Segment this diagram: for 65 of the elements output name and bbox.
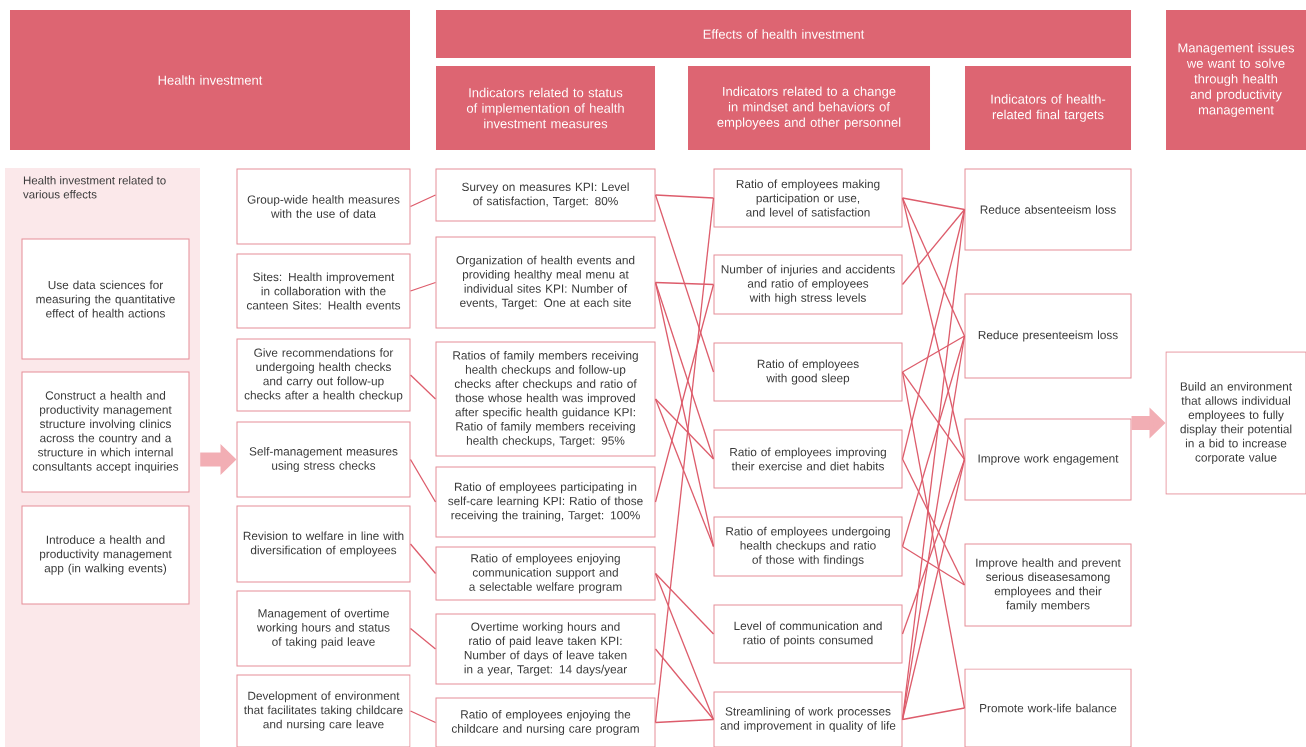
indicator-box: Ratio of employees undergoing health checkups and ratio of those with findings [713,516,903,577]
target-box: Improve health and prevent serious diseasesamong employees and their family members [964,543,1132,627]
indicator-box: Streamlining of work processes and improvement in quality of life [713,691,903,747]
indicator-box: Number of injuries and accidents and ratio of employees with high stress levels [713,254,903,315]
connector-line [409,710,437,724]
connector-line [409,281,437,292]
header-box: Indicators related to status of implementation of health investment measures [436,66,655,150]
connector-line [654,281,715,286]
effect-box: Use data sciences for measuring the quantitative effect of health actions [21,238,190,360]
connector-line [409,194,437,208]
connector-line [901,335,966,373]
measure-box: Self-management measures using stress checks [236,421,411,498]
connector-line [901,458,966,586]
target-box: Reduce absenteeism loss [964,168,1132,251]
connector-line [654,283,715,503]
indicator-box: Ratios of family members receiving health checkups and follow-up checks after checkups and ratio of those whose health was improved after specific health guidance KPI: Ratio of family members receiving health checkups, Target: 95% [435,341,656,457]
measure-box: Group-wide health measures with the use of data [236,168,411,245]
indicator-box: Ratio of employees participating in self-care learning KPI: Ratio of those receiving the training, Target: 100% [435,466,656,538]
target-box: Promote work-life balance [964,668,1132,747]
connector-line [901,545,966,586]
goal-box: Build an environment that allows individual employees to fully display their potential in a bid to increase corporate value [1165,351,1306,495]
measure-box: Revision to welfare in line with diversification of employees [236,505,411,583]
connector-line [654,648,715,721]
indicator-box: Ratio of employees improving their exercise and diet habits [713,429,903,489]
indicator-box: Organization of health events and providing healthy meal menu at individual sites KPI: Number of events, Target: One at each site [435,236,656,329]
connector-line [654,197,715,724]
connector-line [654,398,715,460]
indicator-box: Ratio of employees enjoying communication support and a selectable welfare program [435,546,656,601]
connector-line [654,718,715,724]
indicator-box: Overtime working hours and ratio of paid leave taken KPI: Number of days of leave taken in a year, Target: 14 days/year [435,613,656,685]
connector-line [901,335,966,548]
connector-line [409,374,437,400]
connector-line [409,458,437,503]
target-box: Improve work engagement [964,418,1132,501]
indicator-box: Ratio of employees with good sleep [713,342,903,402]
indicator-box: Survey on measures KPI: Level of satisfaction, Target: 80% [435,168,656,222]
measure-box: Management of overtime working hours and status of taking paid leave [236,590,411,667]
measure-box: Development of environment that facilitates taking childcare and nursing care leave [236,674,411,747]
connector-line [654,194,715,199]
connector-line [654,572,715,635]
indicator-box: Level of communication and ratio of points consumed [713,604,903,664]
header-box: Health investment [10,10,410,150]
header-box: Effects of health investment [436,10,1131,58]
connector-line [654,281,715,460]
connector-line [901,458,966,721]
header-box: Indicators related to a change in mindset and behaviors of employees and other personnel [688,66,930,150]
connector-line [654,281,715,548]
effect-box: Construct a health and productivity management structure involving clinics across the country and a structure in which internal consultants accept inquiries [21,371,190,493]
measure-box: Give recommendations for undergoing health checks and carry out follow-up checks after a health checkup [236,338,411,412]
connector-line [654,194,715,373]
connector-line [654,398,715,548]
connector-line [901,458,966,635]
indicator-box: Ratio of employees making participation or use, and level of satisfaction [713,168,903,228]
connector-line [901,371,966,461]
connector-line [409,627,437,650]
measure-box: Sites: Health improvement in collaboration with the canteen Sites: Health events [236,253,411,329]
connector-line [901,197,966,211]
connector-line [901,707,966,721]
connector-line [409,543,437,575]
target-box: Reduce presenteeism loss [964,293,1132,379]
header-box: Management issues we want to solve through health and productivity management [1166,10,1306,150]
connector-line [901,208,966,286]
effect-box: Introduce a health and productivity management app (in walking events) [21,505,190,605]
header-box: Indicators of health-related final targets [965,66,1131,150]
indicator-box: Ratio of employees enjoying the childcare and nursing care program [435,697,656,747]
